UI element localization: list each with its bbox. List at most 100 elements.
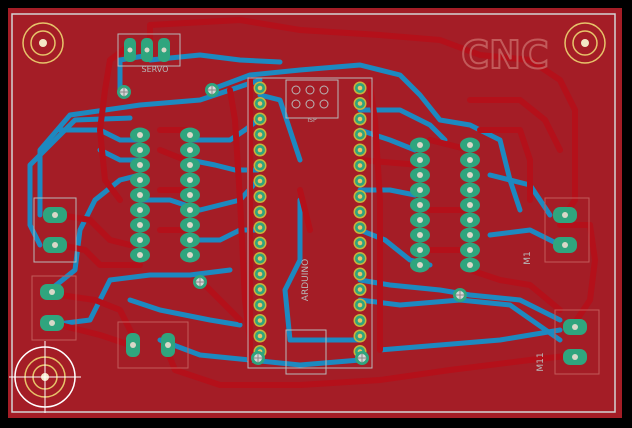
arduino-pin[interactable] [353,267,367,281]
arduino-pin[interactable] [253,298,267,312]
arduino-pin[interactable] [353,190,367,203]
driver-right-pad[interactable] [410,152,430,168]
arduino-pin[interactable] [353,329,367,343]
connector-m1-pad[interactable] [553,207,577,223]
connector-left-bottom-outline [31,275,77,341]
arduino-pin[interactable] [253,329,267,343]
arduino-pin[interactable] [253,128,267,141]
m11-label: M11 [536,352,546,371]
connector-left-top-pad[interactable] [43,207,67,223]
arduino-pin[interactable] [253,236,267,250]
arduino-pin[interactable] [253,143,267,157]
connector-m11-pad[interactable] [563,349,587,365]
driver-left-pad[interactable] [130,187,150,203]
driver-left-pad[interactable] [180,232,200,248]
driver-left-pad[interactable] [180,157,200,173]
arduino-pin[interactable] [253,190,267,203]
driver-right-pad[interactable] [460,227,480,243]
driver-left-pad[interactable] [180,172,200,188]
driver-right-pad[interactable] [460,242,480,258]
arduino-pin[interactable] [353,81,367,95]
arduino-pin[interactable] [253,283,267,296]
via [453,288,467,302]
isp-pin[interactable] [291,99,301,109]
arduino-pin[interactable] [353,128,367,141]
arduino-pin[interactable] [253,174,267,188]
isp-pin[interactable] [291,85,301,95]
isp-pin[interactable] [305,99,315,109]
isp-pin[interactable] [319,99,329,109]
connector-bottom-pad[interactable] [126,333,140,357]
servo-header[interactable]: SERVO [117,33,181,74]
arduino-pin[interactable] [353,236,367,250]
arduino-pin[interactable] [353,314,367,327]
connector-left-top-pad[interactable] [43,237,67,253]
connector-m1-pad[interactable] [553,237,577,253]
driver-left-pad[interactable] [180,217,200,233]
driver-right-pad[interactable] [410,257,430,273]
driver-right-pad[interactable] [410,197,430,213]
arduino-pin[interactable] [353,252,367,265]
isp-label: ISP [307,117,317,124]
driver-left-pad[interactable] [180,247,200,263]
arduino-pin[interactable] [353,221,367,234]
copper-pour [8,8,622,418]
arduino-pin[interactable] [253,267,267,281]
driver-right-pad[interactable] [410,212,430,228]
connector-left-bottom-pad[interactable] [40,315,64,331]
driver-left-pad[interactable] [130,217,150,233]
driver-right-pad[interactable] [460,197,480,213]
arduino-pin[interactable] [253,314,267,327]
driver-right-pad[interactable] [410,242,430,258]
driver-right-pad[interactable] [460,182,480,198]
driver-right-pad[interactable] [410,167,430,183]
arduino-pin[interactable] [353,97,367,110]
arduino-pin[interactable] [353,143,367,157]
arduino-pin[interactable] [353,112,367,126]
driver-left-pad[interactable] [180,127,200,143]
driver-right-pad[interactable] [460,152,480,168]
arduino-pin[interactable] [253,112,267,126]
driver-right-pad[interactable] [410,227,430,243]
driver-right-pad[interactable] [410,137,430,153]
arduino-pin[interactable] [253,252,267,265]
isp-header[interactable]: ISP [285,79,339,124]
arduino-pin[interactable] [353,298,367,312]
pad-layer[interactable] [31,81,600,375]
top-layer-traces [57,17,598,388]
driver-right-pad[interactable] [460,137,480,153]
arduino-pin[interactable] [353,159,367,172]
arduino-footprint[interactable]: ARDUINO [247,77,373,375]
driver-left-pad[interactable] [130,157,150,173]
arduino-pin[interactable] [253,159,267,172]
driver-right-pad[interactable] [410,182,430,198]
driver-left-pad[interactable] [130,247,150,263]
connector-m11-outline [554,309,600,375]
via [205,83,219,97]
arduino-pin[interactable] [253,221,267,234]
arduino-pin[interactable] [253,81,267,95]
connector-m11-pad[interactable] [563,319,587,335]
driver-left-pad[interactable] [180,187,200,203]
driver-left-pad[interactable] [130,172,150,188]
arduino-pin[interactable] [353,205,367,219]
via-layer [117,83,467,365]
arduino-pin[interactable] [253,205,267,219]
driver-left-pad[interactable] [180,202,200,218]
driver-right-pad[interactable] [460,167,480,183]
driver-left-pad[interactable] [130,142,150,158]
driver-left-pad[interactable] [130,202,150,218]
driver-left-pad[interactable] [130,127,150,143]
connector-bottom-pad[interactable] [161,333,175,357]
arduino-pin[interactable] [353,174,367,188]
driver-left-pad[interactable] [180,142,200,158]
driver-right-pad[interactable] [460,257,480,273]
isp-pin[interactable] [305,85,315,95]
arduino-pin[interactable] [353,283,367,296]
isp-pin[interactable] [319,85,329,95]
driver-right-pad[interactable] [460,212,480,228]
connector-left-bottom-pad[interactable] [40,284,64,300]
arduino-pin[interactable] [253,97,267,110]
driver-left-pad[interactable] [130,232,150,248]
